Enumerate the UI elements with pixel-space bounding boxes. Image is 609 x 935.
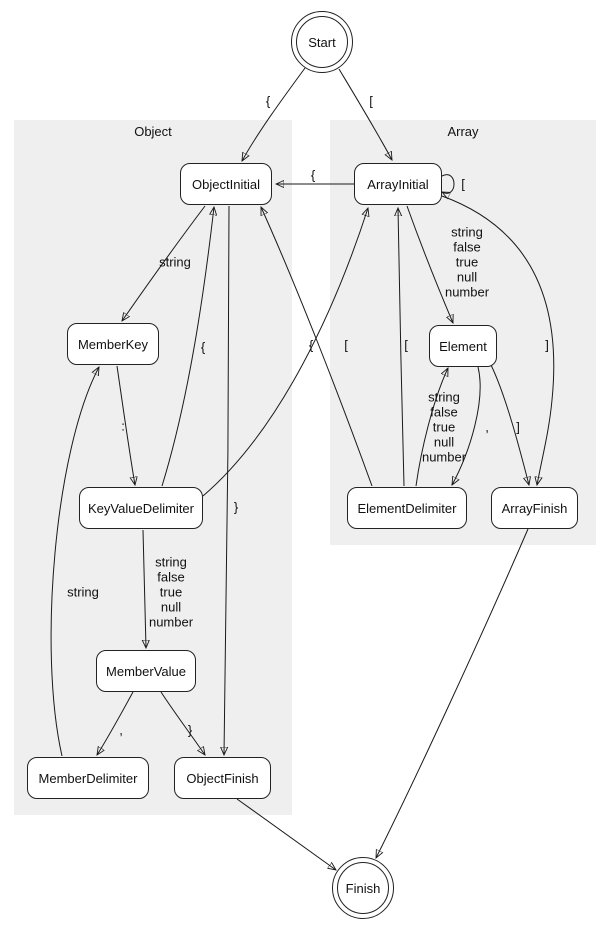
edge-objectinitial-objectfinish [224, 205, 230, 755]
edge-label-elementdelimiter-arrayinitial: [ [404, 337, 408, 353]
array-cluster-label: Array [447, 124, 479, 139]
edge-element-arrayfinish [490, 364, 529, 485]
edge-arrayinitial-arrayfinish [441, 195, 555, 485]
object-cluster-label: Object [134, 124, 172, 139]
edge-memberkey-keyvaluedelimiter [116, 365, 135, 485]
edge-label-membervalue-memberdelimiter: , [119, 722, 123, 738]
node-arrayinitial: ArrayInitial [354, 163, 442, 205]
node-objectfinish: ObjectFinish [174, 757, 271, 799]
edge-label-membervalue-objectfinish: } [187, 722, 193, 738]
object-cluster [14, 120, 292, 815]
node-elementdelimiter: ElementDelimiter [347, 487, 467, 529]
edge-element-elementdelimiter [452, 366, 481, 485]
edge-label-element-arrayfinish: ] [516, 419, 520, 435]
edge-objectinitial-memberkey [122, 205, 206, 321]
node-memberkey: MemberKey [67, 323, 159, 365]
edge-keyvaluedelimiter-membervalue [143, 529, 146, 648]
edge-keyvaluedelimiter-objectinitial [161, 207, 214, 487]
node-arrayfinish: ArrayFinish [491, 487, 578, 529]
edge-label-start-arrayinitial: [ [369, 93, 373, 109]
edge-label-keyvaluedelimiter-membervalue: string false true null number [148, 554, 194, 630]
node-finish-label: Finish [345, 880, 381, 896]
node-keyvaluedelimiter: KeyValueDelimiter [79, 487, 203, 529]
edge-label-objectinitial-memberkey: string [159, 254, 191, 270]
edge-label-elementdelimiter-objectinitial: { [308, 337, 314, 353]
edge-elementdelimiter-element [415, 368, 448, 487]
edge-arrayfinish-finish [376, 528, 529, 858]
edge-arrayinitial-element [406, 205, 453, 323]
edge-membervalue-memberdelimiter [97, 691, 134, 755]
edge-arrayinitial-self-loop [442, 174, 455, 194]
node-start: Start [291, 11, 353, 73]
node-membervalue: MemberValue [96, 650, 196, 692]
edge-label-start-objectinitial: { [265, 93, 271, 109]
node-start-label: Start [308, 34, 336, 50]
edge-label-element-elementdelimiter: , [485, 419, 489, 435]
edge-start-objectinitial [242, 67, 306, 161]
node-element: Element [429, 325, 497, 367]
node-finish-ring: Finish [337, 862, 389, 914]
edge-objectfinish-finish [236, 798, 336, 870]
edge-label-keyvaluedelimiter-objectinitial: { [200, 339, 206, 355]
node-objectinitial: ObjectInitial [180, 163, 272, 205]
node-finish: Finish [332, 857, 394, 919]
edge-elementdelimiter-objectinitial [260, 207, 373, 487]
edge-label-arrayinitial-objectinitial: { [310, 167, 316, 183]
edge-label-elementdelimiter-element: string false true null number [421, 389, 467, 465]
edge-label-memberkey-keyvaluedelimiter: : [121, 418, 125, 434]
edge-keyvaluedelimiter-arrayinitial [202, 208, 368, 497]
node-start-ring: Start [296, 16, 348, 68]
node-memberdelimiter: MemberDelimiter [27, 757, 149, 799]
edge-label-memberdelimiter-memberkey: string [67, 584, 99, 600]
edge-label-arrayinitial-arrayfinish: ] [545, 337, 549, 353]
edge-elementdelimiter-arrayinitial [398, 208, 405, 487]
edge-label-keyvaluedelimiter-arrayinitial: [ [344, 337, 348, 353]
edge-label-objectinitial-objectfinish: } [233, 499, 239, 515]
edge-label-arrayinitial-element: string false true null number [444, 224, 490, 300]
edge-start-arrayinitial [338, 68, 392, 160]
edge-label-arrayinitial-self-loop: [ [461, 176, 465, 192]
edge-memberdelimiter-memberkey [50, 367, 99, 757]
edge-membervalue-objectfinish [160, 691, 205, 755]
